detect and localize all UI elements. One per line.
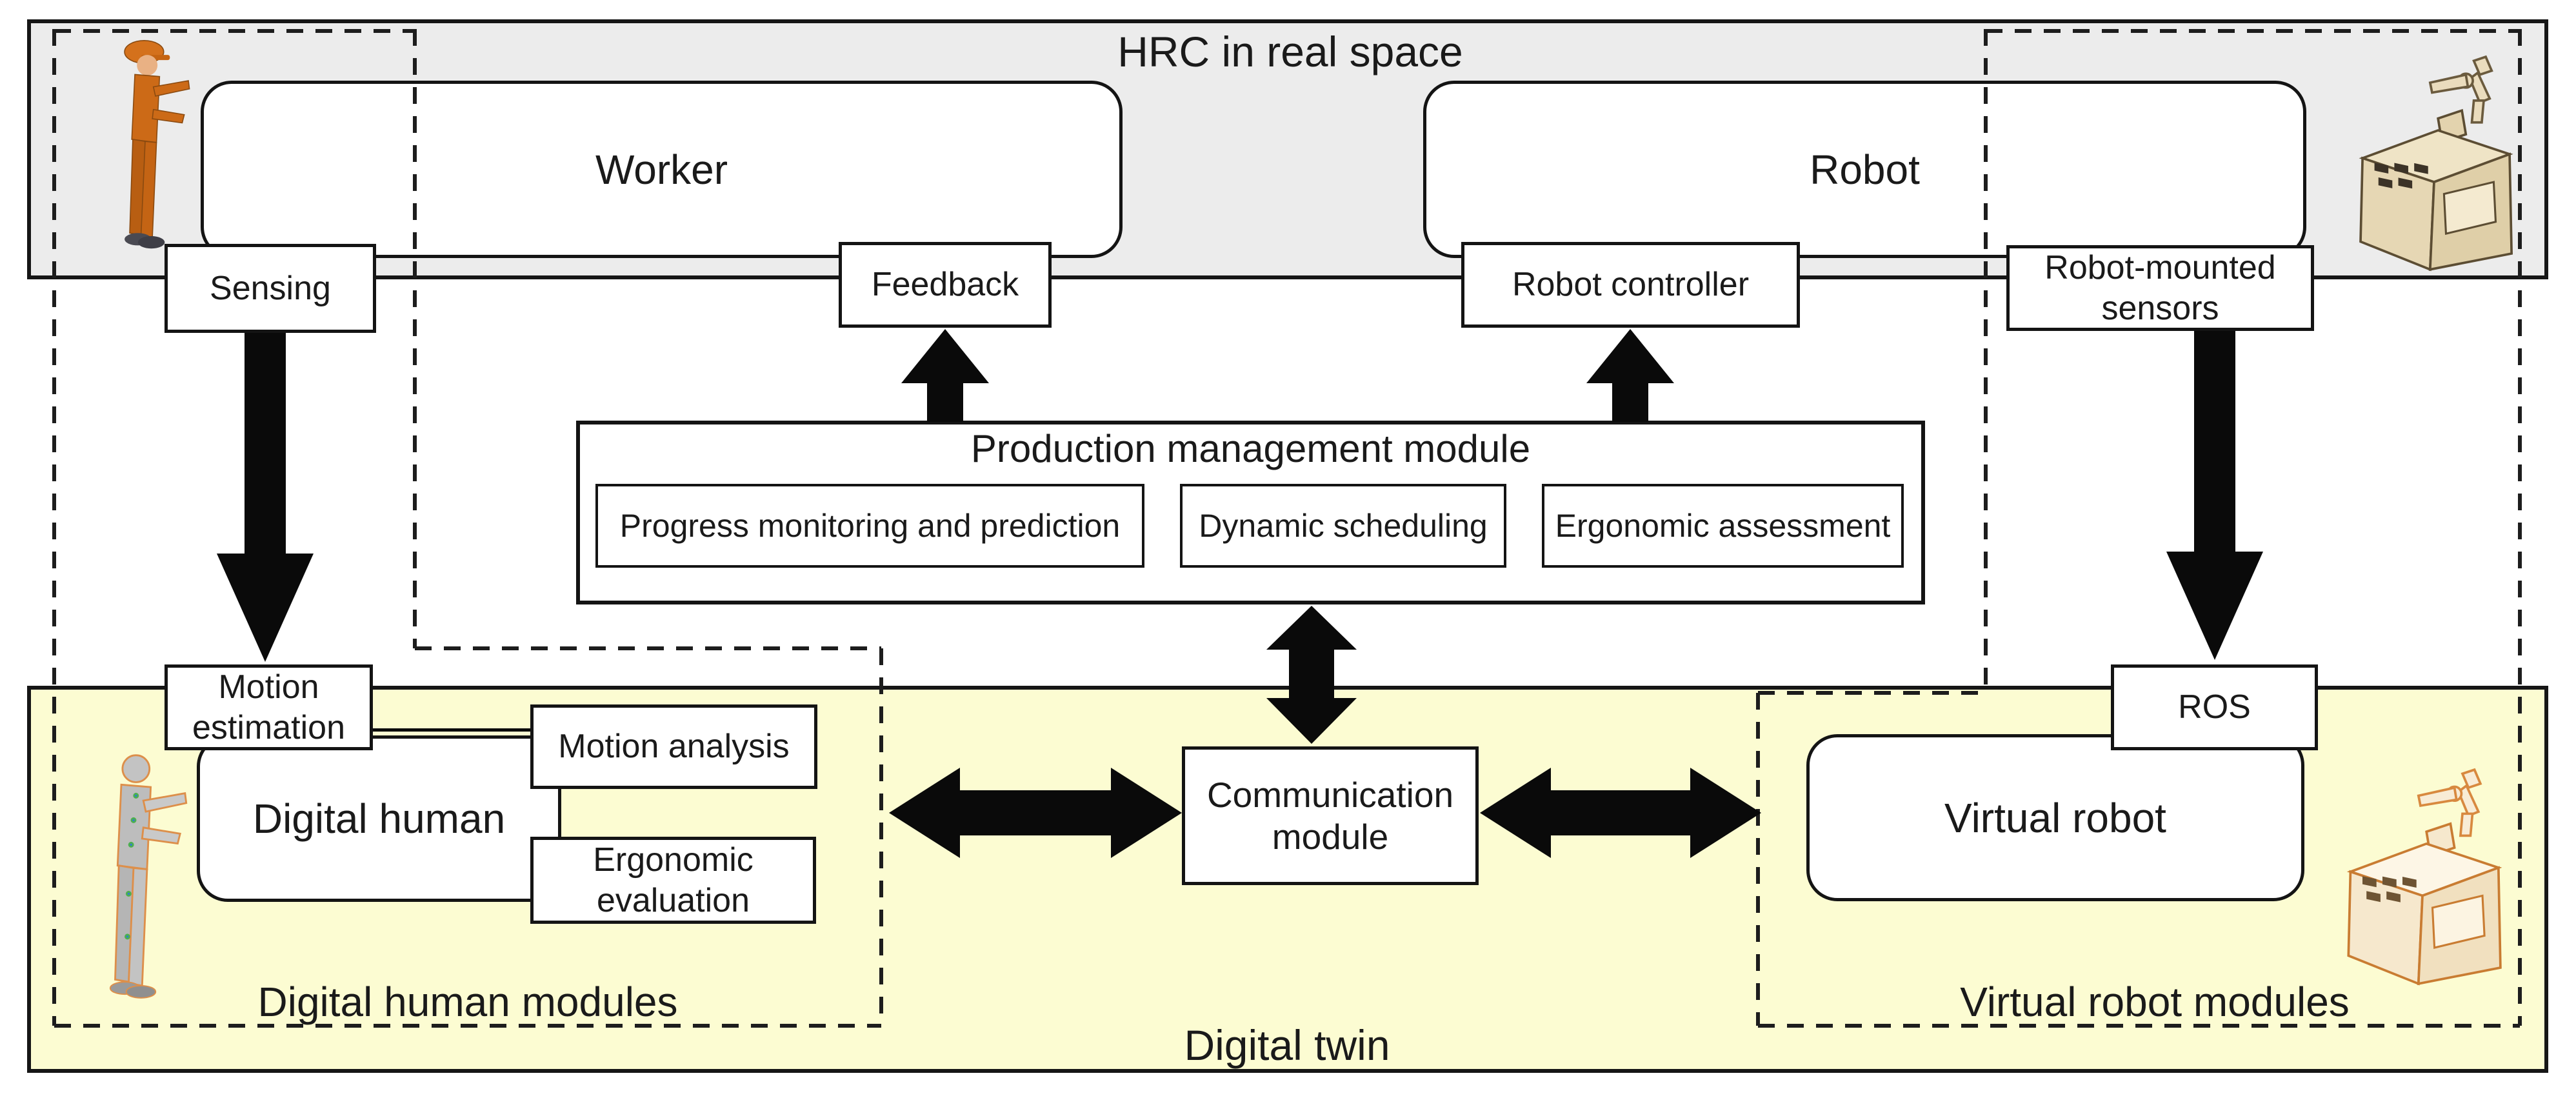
communication-module-box: Communication module [1182, 746, 1479, 885]
digital-human-modules-label: Digital human modules [257, 979, 678, 1025]
human-modules-dashed-right [879, 648, 883, 1026]
human-modules-dashed-bottom [54, 1024, 881, 1028]
dynamic-scheduling-box: Dynamic scheduling [1180, 484, 1506, 568]
feedback-box: Feedback [839, 242, 1052, 328]
digital-twin-title: Digital twin [1184, 1021, 1390, 1069]
robot-figure-icon [2334, 55, 2534, 277]
robot-modules-dashed-top [1986, 29, 2520, 33]
robot-box: Robot [1423, 81, 2306, 258]
real-space-title: HRC in real space [1117, 28, 1463, 75]
motion-analysis-box: Motion analysis [530, 704, 817, 789]
robot-modules-dashed-step-left [1984, 29, 1988, 693]
sensing-box: Sensing [165, 244, 376, 333]
motion-estimation-analysis-connector [373, 728, 530, 732]
robot-label: Robot [1810, 146, 1920, 193]
digital-human-figure-icon [72, 739, 195, 1010]
worker-label: Worker [595, 146, 728, 193]
robot-modules-dashed-left [1756, 693, 1760, 1026]
digital-human-box: Digital human [197, 735, 561, 902]
virtual-robot-figure-icon [2322, 768, 2522, 1052]
worker-figure-icon [94, 37, 197, 252]
human-modules-dashed-left [52, 29, 56, 1026]
robot-modules-dashed-bottom [1758, 1024, 2520, 1028]
worker-box: Worker [201, 81, 1123, 258]
ros-box: ROS [2111, 664, 2318, 750]
robot-modules-dashed-right [2518, 29, 2522, 1026]
robot-modules-dashed-shoulder [1758, 691, 1986, 695]
ergonomic-assessment-box: Ergonomic assessment [1542, 484, 1904, 568]
virtual-robot-modules-label: Virtual robot modules [1960, 979, 2350, 1025]
human-modules-dashed-step-right [413, 29, 417, 648]
digital-human-label: Digital human [252, 795, 506, 842]
virtual-robot-label: Virtual robot [1944, 794, 2166, 841]
ergonomic-evaluation-box: Ergonomic evaluation [530, 837, 816, 924]
motion-estimation-box: Motion estimation [165, 664, 373, 750]
human-modules-dashed-top [54, 29, 415, 33]
progress-monitoring-box: Progress monitoring and prediction [595, 484, 1144, 568]
production-management-module-title: Production management module [970, 426, 1531, 470]
robot-mounted-sensors-box: Robot-mounted sensors [2006, 245, 2314, 331]
human-modules-dashed-shoulder [415, 646, 881, 650]
robot-controller-box: Robot controller [1461, 242, 1800, 328]
virtual-robot-box: Virtual robot [1806, 734, 2304, 901]
